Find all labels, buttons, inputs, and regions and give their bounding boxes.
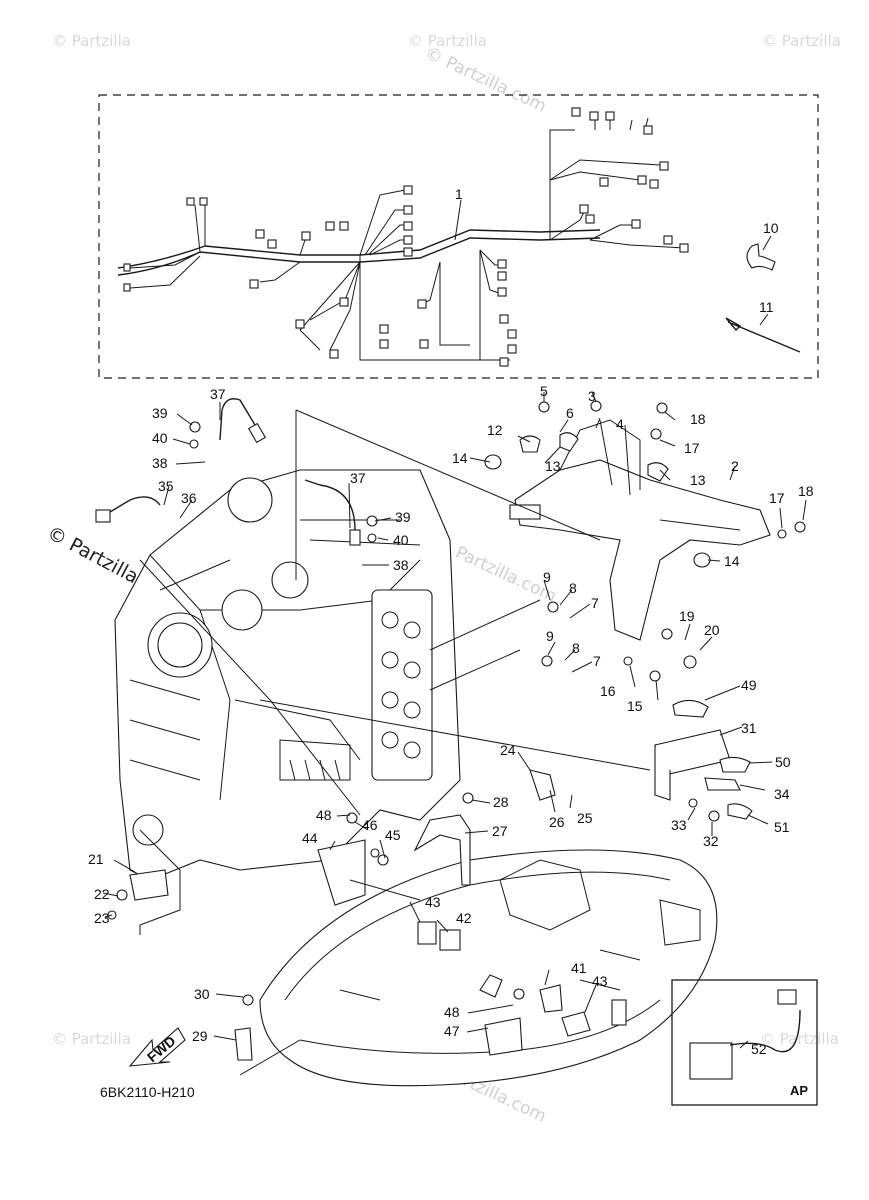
callout-49: 49	[741, 677, 757, 693]
callout-10: 10	[763, 220, 779, 236]
callout-21: 21	[88, 851, 104, 867]
watermark-bottom-right: © Partzilla	[760, 1030, 839, 1048]
wire-harness-group	[98, 94, 819, 379]
callout-40b: 40	[393, 532, 409, 548]
bracket-assembly	[484, 419, 771, 641]
callout-41: 41	[571, 960, 587, 976]
ap-label: AP	[790, 1083, 809, 1098]
leader-lines	[102, 199, 807, 1076]
callout-9a: 9	[543, 569, 551, 585]
callout-48b: 48	[444, 1004, 460, 1020]
callout-13a: 13	[545, 458, 561, 474]
callout-30: 30	[194, 986, 210, 1002]
callout-20: 20	[704, 622, 720, 638]
callout-43b: 43	[592, 973, 608, 989]
callout-43a: 43	[425, 894, 441, 910]
callout-33: 33	[671, 817, 687, 833]
watermark-bottom-left: © Partzilla	[52, 1030, 131, 1048]
callout-27: 27	[492, 823, 508, 839]
callout-35: 35	[158, 478, 174, 494]
diagram-code: 6BK2110-H210	[100, 1084, 195, 1100]
callout-18b: 18	[798, 483, 814, 499]
callout-12: 12	[487, 422, 503, 438]
callout-24: 24	[500, 742, 516, 758]
callout-29: 29	[192, 1028, 208, 1044]
callout-18a: 18	[690, 411, 706, 427]
callout-23: 23	[94, 910, 110, 926]
ap-detail-box	[671, 979, 818, 1106]
callout-2: 2	[731, 458, 739, 474]
callout-32: 32	[703, 833, 719, 849]
callout-38b: 38	[393, 557, 409, 573]
callout-7a: 7	[591, 595, 599, 611]
callout-38a: 38	[152, 455, 168, 471]
callout-14a: 14	[452, 450, 468, 466]
callout-7b: 7	[593, 653, 601, 669]
callout-13b: 13	[690, 472, 706, 488]
callout-1: 1	[455, 186, 463, 202]
callout-40a: 40	[152, 430, 168, 446]
watermark-top-center: © Partzilla	[408, 32, 487, 50]
callout-8a: 8	[569, 580, 577, 596]
callout-6: 6	[566, 405, 574, 421]
small-parts	[95, 398, 806, 1080]
callout-26: 26	[549, 814, 565, 830]
callout-46: 46	[362, 817, 378, 833]
callout-5: 5	[540, 383, 548, 399]
callout-17a: 17	[684, 440, 700, 456]
callout-4: 4	[616, 416, 624, 432]
callout-44: 44	[302, 830, 318, 846]
callout-31: 31	[741, 720, 757, 736]
callout-34: 34	[774, 786, 790, 802]
callout-45: 45	[385, 827, 401, 843]
callout-37b: 37	[350, 470, 366, 486]
engine-block	[114, 469, 461, 881]
callout-52: 52	[751, 1041, 767, 1057]
callout-28: 28	[493, 794, 509, 810]
callout-3: 3	[588, 388, 596, 404]
callout-8b: 8	[572, 640, 580, 656]
callout-22: 22	[94, 886, 110, 902]
callout-17b: 17	[769, 490, 785, 506]
callout-37a: 37	[210, 386, 226, 402]
callout-36: 36	[181, 490, 197, 506]
fwd-arrow-icon: FWD	[128, 1027, 186, 1067]
callout-42: 42	[456, 910, 472, 926]
watermark-top-right: © Partzilla	[762, 32, 841, 50]
callout-39a: 39	[152, 405, 168, 421]
callout-51: 51	[774, 819, 790, 835]
callout-14b: 14	[724, 553, 740, 569]
callout-39b: 39	[395, 509, 411, 525]
callout-48a: 48	[316, 807, 332, 823]
callout-numbers: 1 2 3 4 5 6 7 7 8 8 9 9 10 11 12 13 13 1…	[88, 186, 814, 1057]
callout-25: 25	[577, 810, 593, 826]
callout-11: 11	[759, 299, 774, 315]
callout-9b: 9	[546, 628, 554, 644]
callout-15: 15	[627, 698, 643, 714]
callout-19: 19	[679, 608, 695, 624]
callout-16: 16	[600, 683, 616, 699]
watermark-top-left: © Partzilla	[52, 32, 131, 50]
callout-47: 47	[444, 1023, 460, 1039]
callout-50: 50	[775, 754, 791, 770]
